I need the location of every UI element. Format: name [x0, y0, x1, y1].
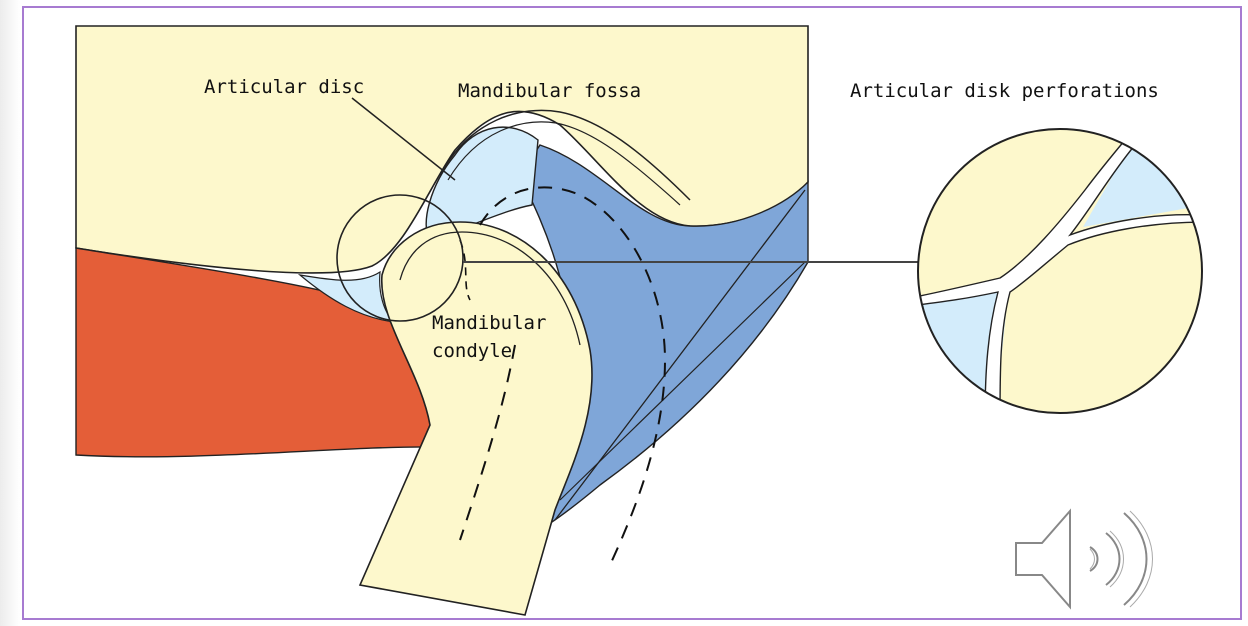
- label-articular-disc: Articular disc: [204, 76, 364, 98]
- label-mandibular-condyle-line2: condyle: [432, 340, 512, 362]
- label-mandibular-fossa: Mandibular fossa: [458, 80, 641, 102]
- speaker-icon[interactable]: [1010, 503, 1160, 615]
- label-disk-perforations: Articular disk perforations: [850, 80, 1159, 102]
- label-mandibular-condyle-line1: Mandibular: [432, 312, 546, 334]
- perforation-magnifier: [910, 120, 1210, 420]
